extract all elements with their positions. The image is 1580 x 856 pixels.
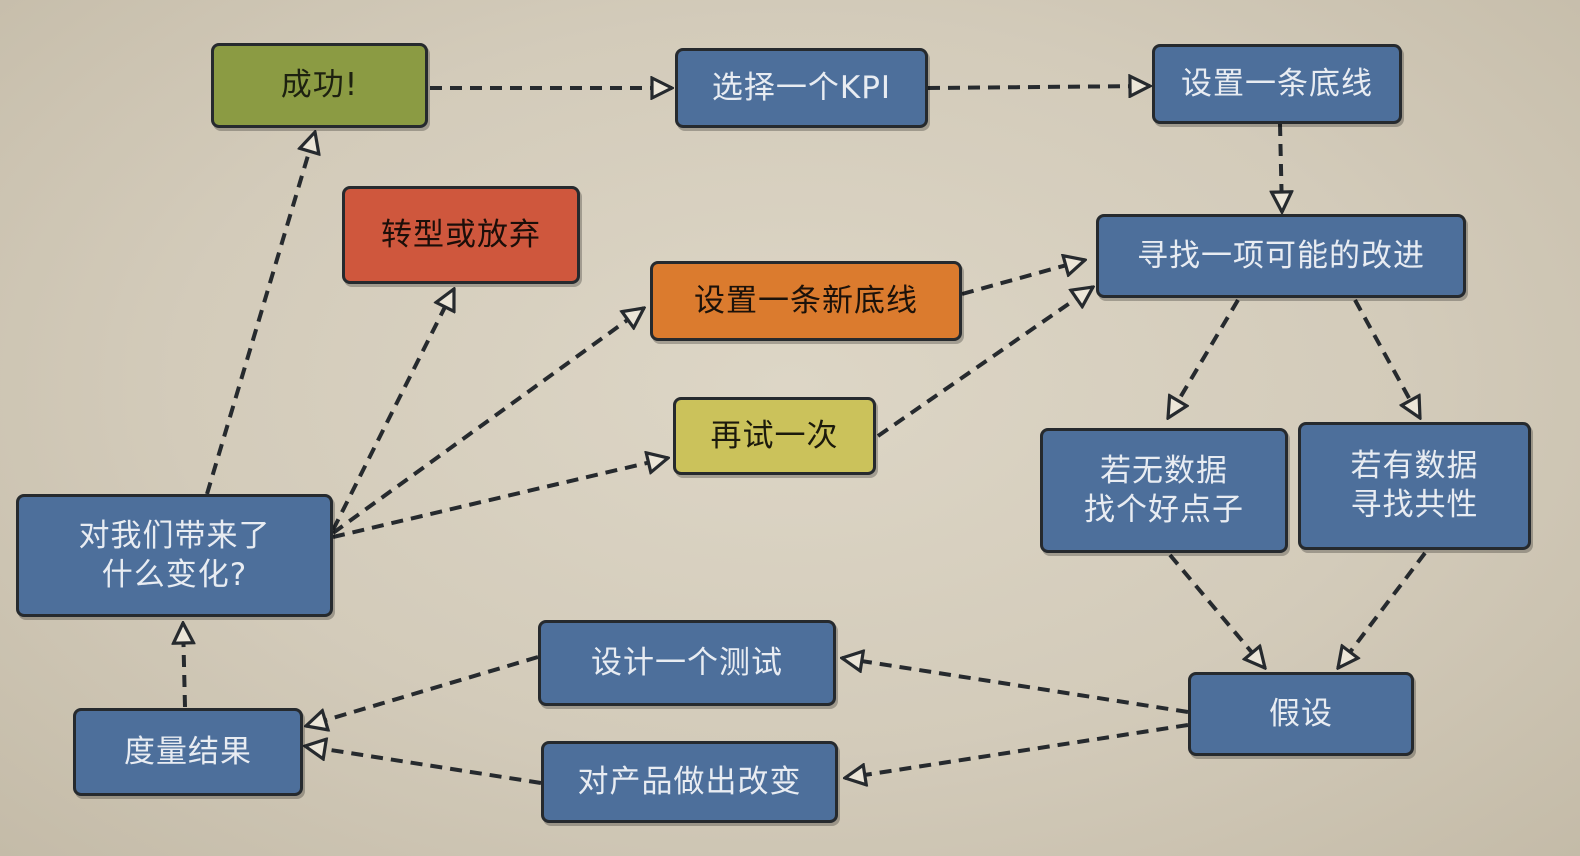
edge-find-improvement-no-data	[1168, 298, 1240, 418]
edge-design-test-measure-results	[306, 655, 539, 726]
edge-what-changed-success	[205, 132, 315, 495]
node-has-data: 若有数据 寻找共性	[1298, 422, 1531, 550]
node-try-again-label: 再试一次	[710, 417, 839, 454]
node-choose-kpi-label: 选择一个KPI	[711, 69, 892, 106]
node-measure-results: 度量结果	[73, 708, 303, 796]
node-change-product-label: 对产品做出改变	[577, 763, 802, 800]
edge-new-baseline-find-improvement	[961, 260, 1085, 296]
node-pivot-or-quit-label: 转型或放弃	[381, 216, 541, 253]
edge-no-data-hypothesis	[1168, 553, 1265, 668]
node-no-data: 若无数据 找个好点子	[1040, 428, 1288, 553]
edge-what-changed-pivot	[331, 289, 456, 531]
node-choose-kpi: 选择一个KPI	[675, 48, 928, 128]
node-success-label: 成功!	[280, 67, 359, 104]
node-change-product: 对产品做出改变	[541, 741, 838, 823]
edge-try-again-find-improvement	[876, 287, 1093, 438]
edge-choose-kpi-set-baseline	[927, 86, 1150, 88]
node-has-data-label: 若有数据 寻找共性	[1350, 448, 1479, 523]
edge-measure-results-what-changed	[183, 623, 185, 708]
node-measure-results-label: 度量结果	[124, 733, 252, 770]
edge-what-changed-new-baseline	[331, 308, 644, 535]
node-no-data-label: 若无数据 找个好点子	[1084, 452, 1244, 528]
edge-hypothesis-change-product	[845, 723, 1189, 778]
node-set-new-baseline: 设置一条新底线	[650, 261, 962, 341]
node-what-changed-label: 对我们带来了 什么变化?	[78, 517, 271, 593]
node-what-changed: 对我们带来了 什么变化?	[16, 494, 333, 617]
node-hypothesis: 假设	[1188, 672, 1414, 756]
edge-find-improvement-has-data	[1353, 299, 1422, 418]
node-set-baseline: 设置一条底线	[1152, 44, 1402, 124]
node-pivot-or-quit: 转型或放弃	[342, 186, 580, 284]
node-find-improvement: 寻找一项可能的改进	[1096, 214, 1466, 298]
edge-what-changed-try-again	[332, 458, 668, 539]
edge-hypothesis-design-test	[842, 658, 1189, 714]
node-try-again: 再试一次	[673, 397, 876, 475]
edge-has-data-hypothesis	[1338, 551, 1427, 668]
edge-set-baseline-find-improvement	[1280, 123, 1282, 212]
node-set-new-baseline-label: 设置一条新底线	[694, 282, 918, 319]
node-success: 成功!	[211, 43, 428, 128]
edge-change-product-measure-results	[305, 746, 542, 785]
node-design-test: 设计一个测试	[538, 620, 836, 706]
node-set-baseline-label: 设置一条底线	[1181, 65, 1373, 102]
node-find-improvement-label: 寻找一项可能的改进	[1137, 237, 1425, 274]
node-design-test-label: 设计一个测试	[591, 644, 783, 681]
node-hypothesis-label: 假设	[1269, 695, 1333, 732]
